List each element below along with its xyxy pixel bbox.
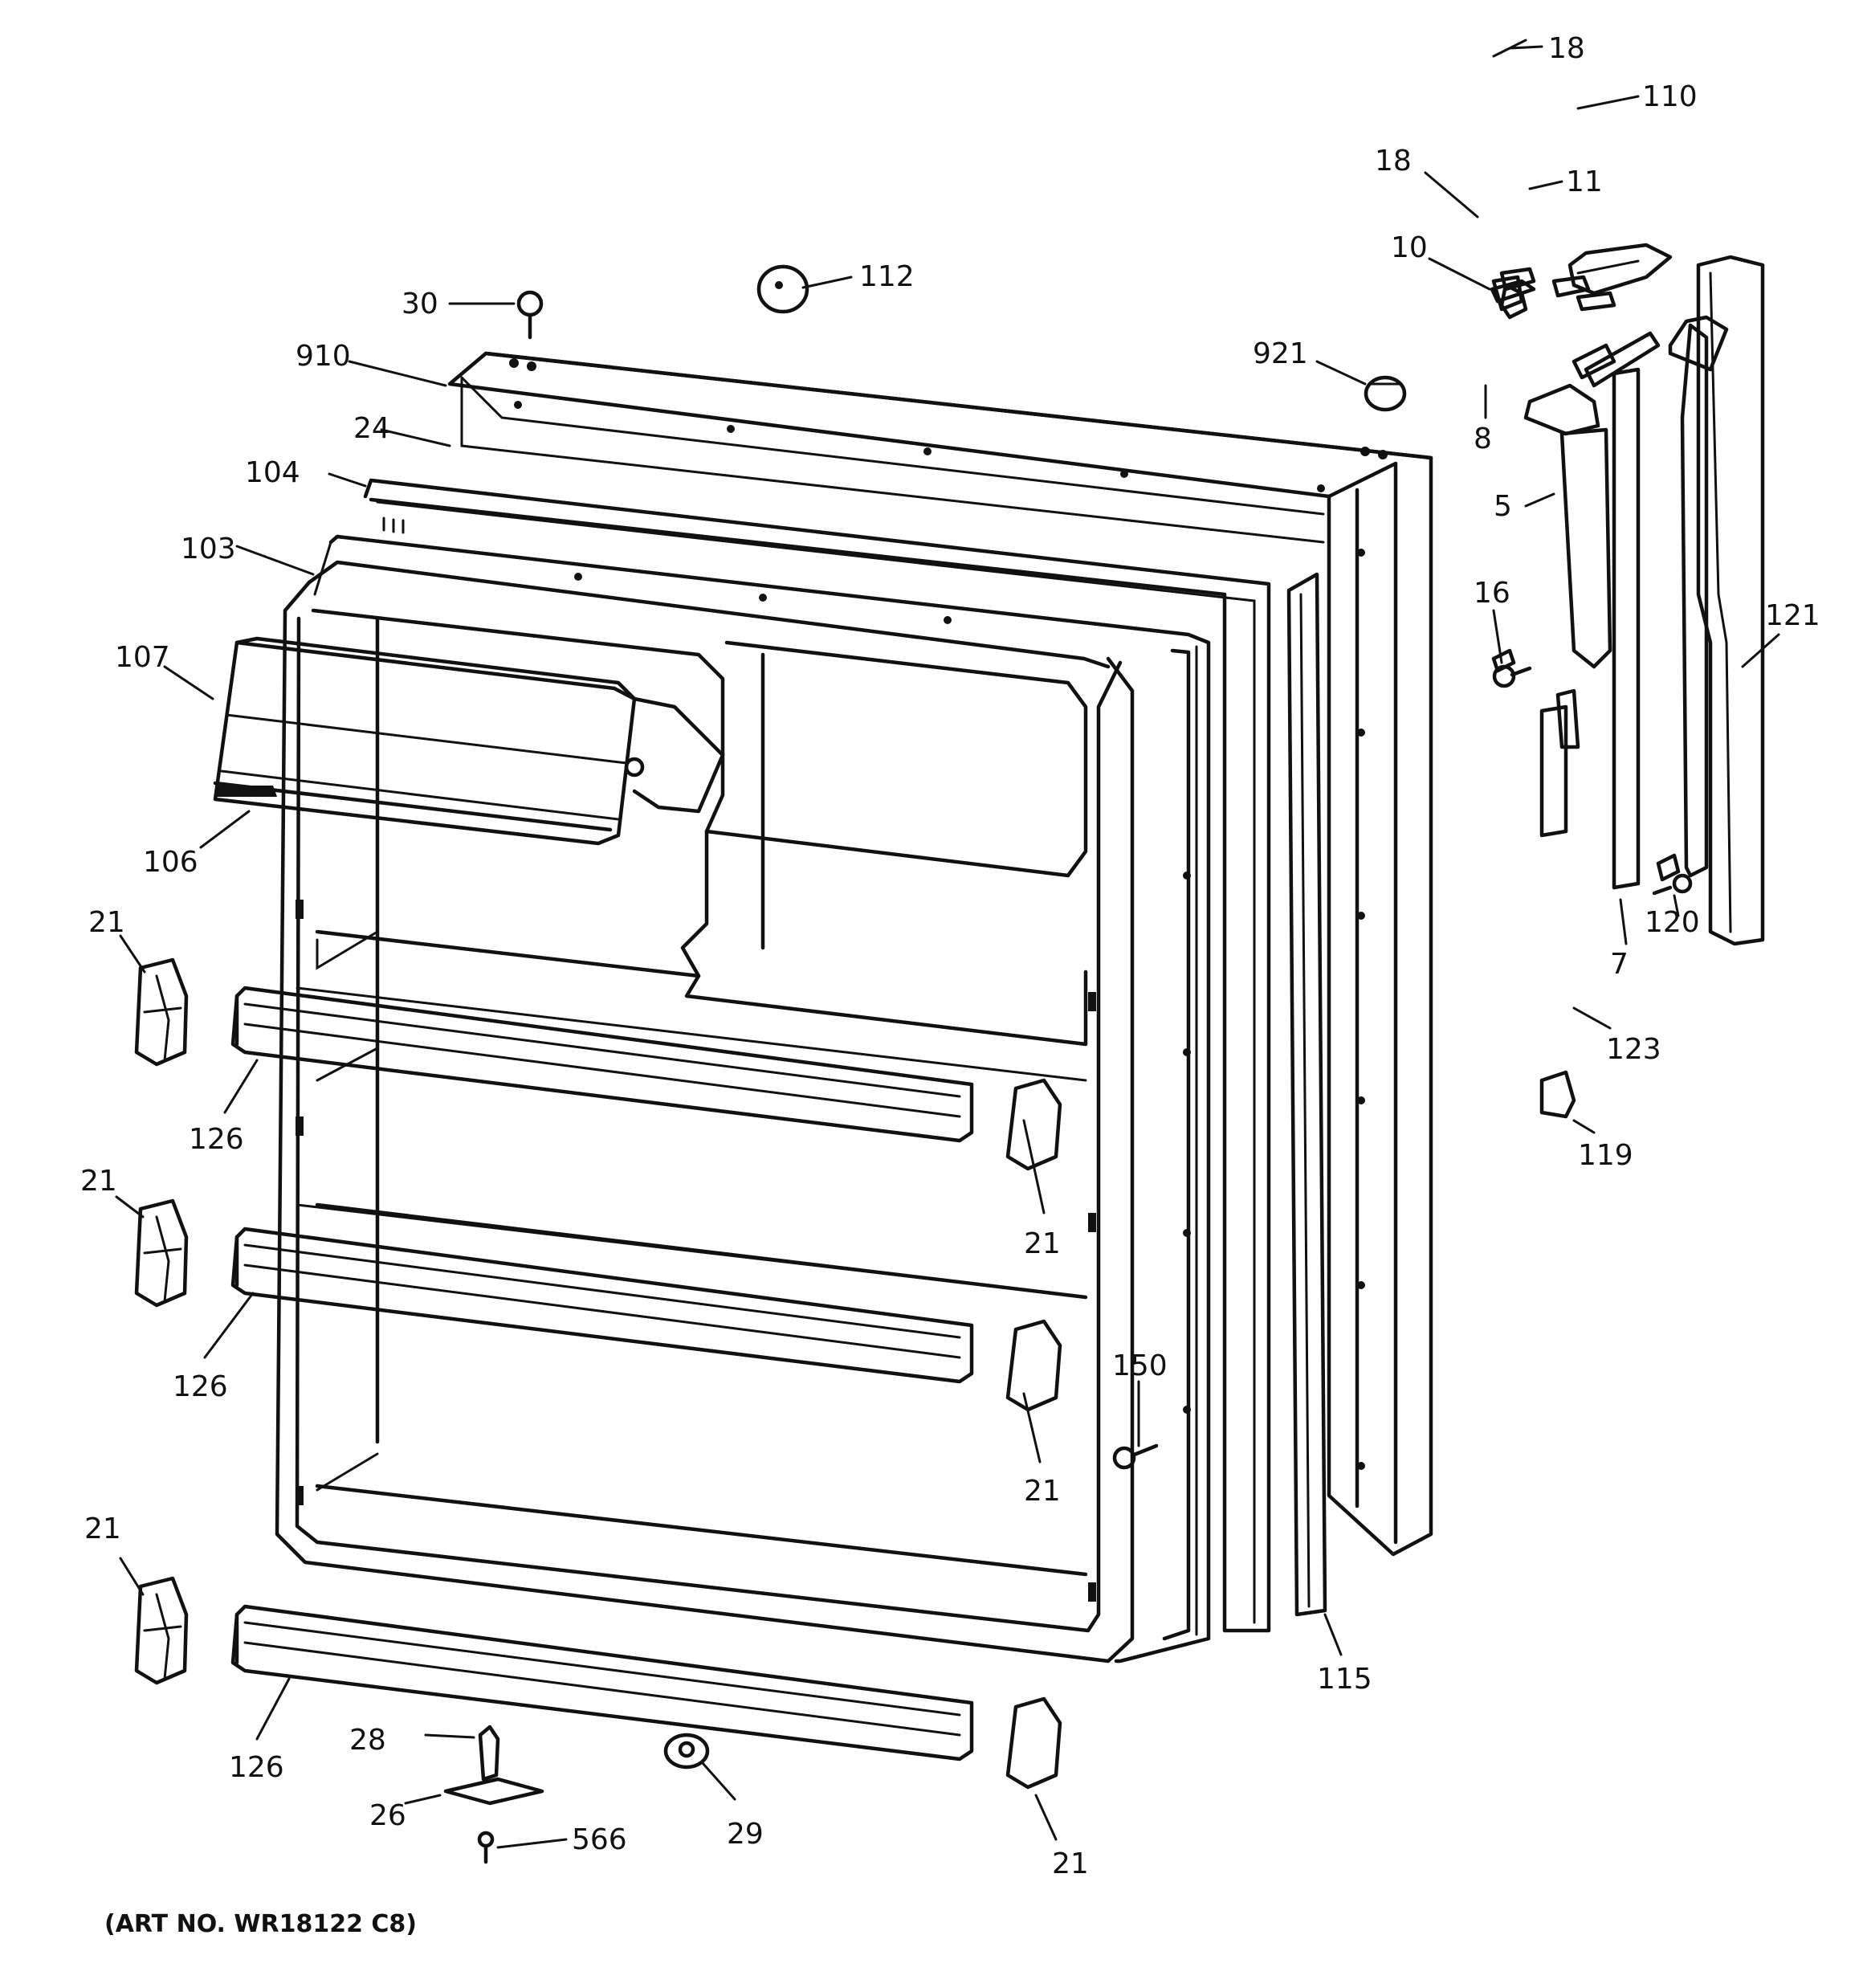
callout-21: 21 (1024, 1227, 1061, 1260)
callout-21: 21 (84, 1512, 121, 1545)
leader-lines (115, 39, 1780, 1849)
callout-5: 5 (1494, 490, 1512, 523)
callout-115: 115 (1317, 1663, 1372, 1696)
callout-7: 7 (1610, 948, 1629, 981)
callout-18: 18 (1375, 145, 1412, 178)
callout-150: 150 (1112, 1349, 1168, 1382)
callout-8: 8 (1474, 423, 1492, 455)
bin-end-caps (134, 957, 1062, 1790)
callout-123: 123 (1606, 1033, 1661, 1066)
callout-18: 18 (1548, 32, 1585, 65)
callout-103: 103 (181, 533, 236, 565)
callout-126: 126 (229, 1751, 284, 1784)
door-bin-bottom (230, 1604, 974, 1761)
callout-labels: 18 110 18 11 10 30 112 910 921 8 24 104 … (80, 32, 1820, 1880)
callout-10: 10 (1391, 231, 1428, 264)
callout-112: 112 (859, 260, 915, 293)
callout-21: 21 (80, 1165, 117, 1198)
door-bin-top (230, 986, 974, 1143)
seal-strip (1286, 572, 1327, 1617)
dairy-compartment-door (213, 636, 725, 846)
callout-121: 121 (1765, 599, 1820, 632)
callout-119: 119 (1578, 1139, 1633, 1172)
handle-assembly (1490, 243, 1765, 1119)
callout-910: 910 (296, 340, 351, 373)
callout-29: 29 (727, 1818, 764, 1851)
callout-21: 21 (1024, 1475, 1061, 1508)
fasteners (443, 264, 1693, 1864)
door-gasket (363, 478, 1271, 1633)
callout-26: 26 (369, 1799, 406, 1832)
callout-28: 28 (349, 1724, 386, 1757)
door-liner (275, 534, 1211, 1663)
callout-24: 24 (353, 412, 390, 445)
callout-126: 126 (173, 1370, 228, 1403)
callout-921: 921 (1253, 337, 1308, 370)
callout-21: 21 (88, 906, 125, 939)
callout-104: 104 (245, 456, 300, 489)
callout-120: 120 (1645, 906, 1700, 939)
callout-30: 30 (402, 288, 438, 320)
callout-110: 110 (1642, 80, 1698, 113)
callout-566: 566 (572, 1823, 627, 1856)
art-number: (ART NO. WR18122 C8) (104, 1910, 417, 1938)
door-bin-middle (230, 1227, 974, 1384)
callout-107: 107 (115, 641, 170, 674)
callout-126: 126 (189, 1123, 244, 1156)
callout-11: 11 (1566, 165, 1603, 198)
outer-door-panel (447, 351, 1433, 1557)
callout-16: 16 (1474, 577, 1510, 610)
callout-21: 21 (1052, 1847, 1089, 1880)
callout-106: 106 (143, 846, 198, 879)
